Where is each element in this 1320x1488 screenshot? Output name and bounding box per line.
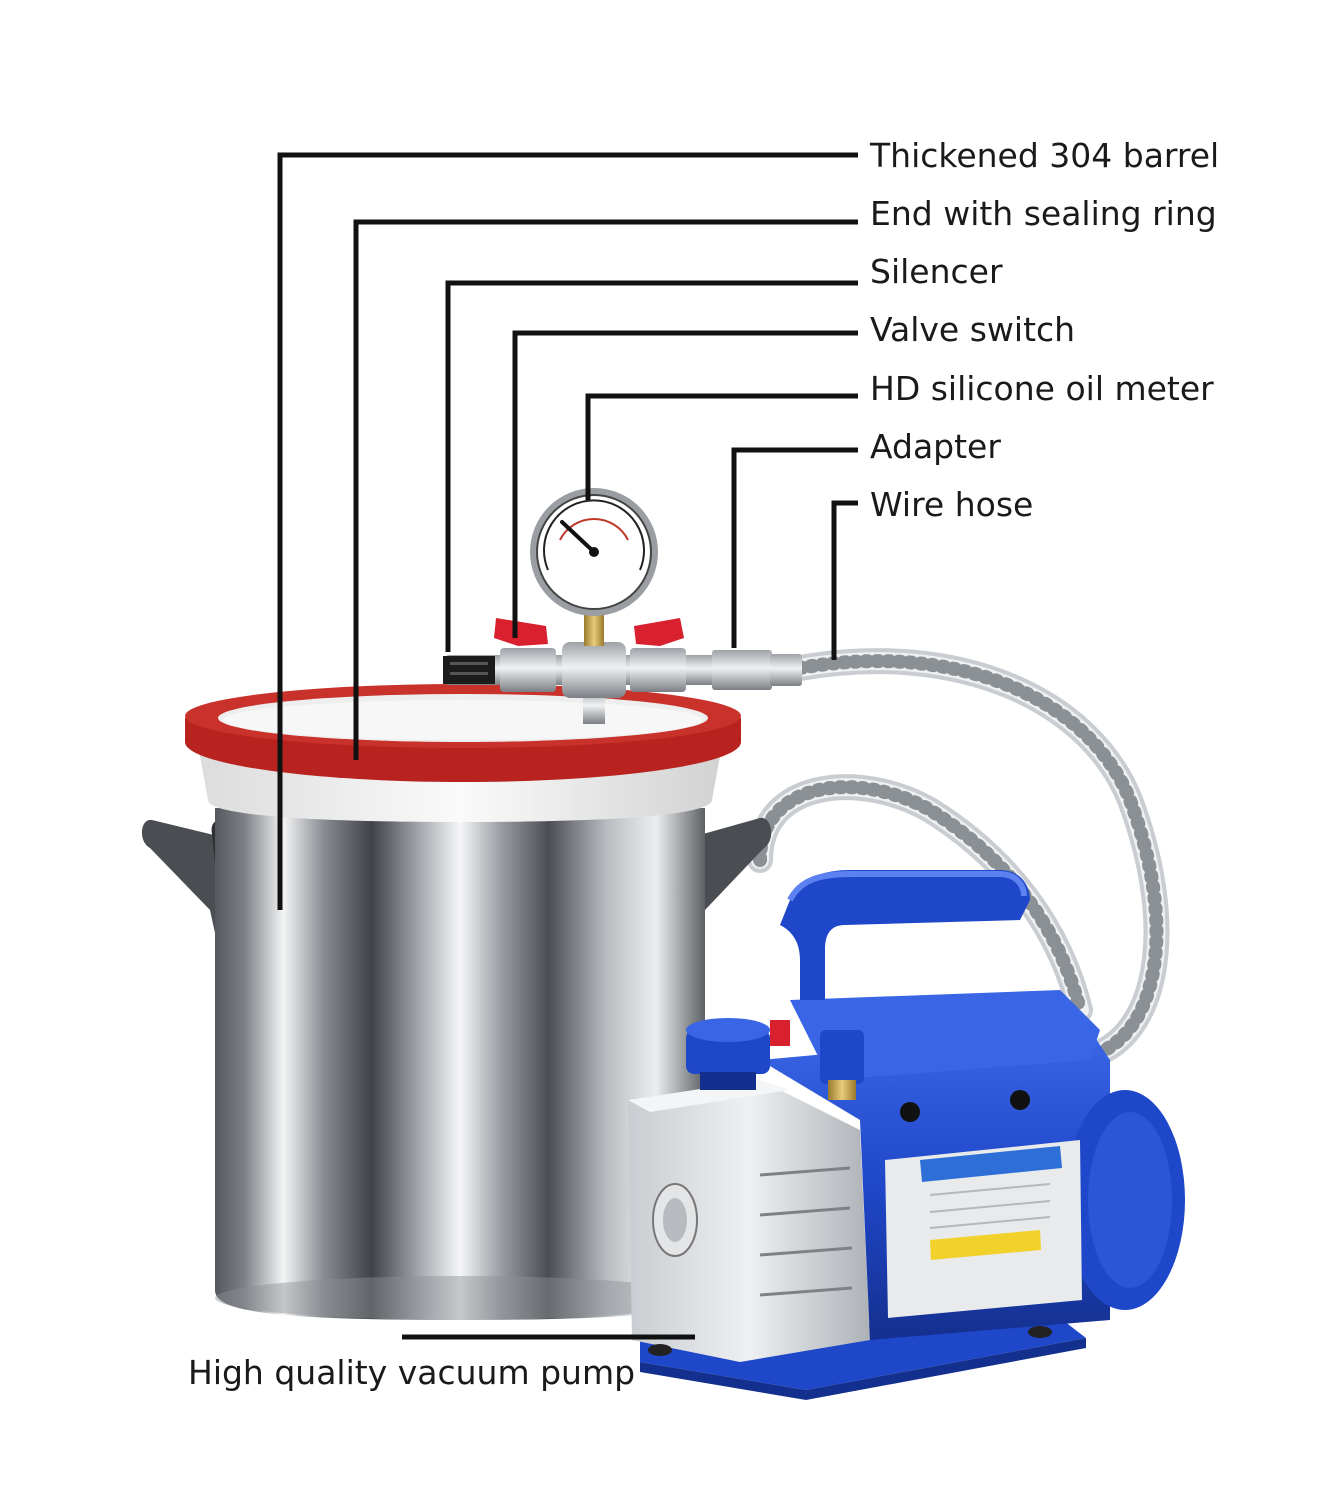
callout-oil-meter-label: HD silicone oil meter bbox=[870, 369, 1214, 408]
callout-line-barrel bbox=[277, 152, 858, 910]
stainless-barrel bbox=[141, 684, 772, 1320]
callout-line-valve-switch bbox=[512, 330, 858, 638]
callout-valve-switch-label: Valve switch bbox=[870, 310, 1076, 349]
callout-line-wire-hose bbox=[831, 500, 858, 660]
callout-barrel-label: Thickened 304 barrel bbox=[870, 136, 1220, 175]
callout-line-silencer bbox=[445, 280, 858, 652]
callout-lines bbox=[277, 152, 858, 1340]
callout-silencer-label: Silencer bbox=[870, 252, 1003, 291]
vacuum-pump bbox=[628, 870, 1185, 1400]
valve-assembly bbox=[443, 488, 802, 724]
callout-sealing-ring-label: End with sealing ring bbox=[870, 194, 1217, 233]
wire-hose bbox=[747, 648, 1170, 1063]
callout-line-sealing-ring bbox=[353, 219, 858, 760]
callout-line-oil-meter bbox=[585, 393, 858, 500]
callout-adapter-label: Adapter bbox=[870, 427, 1001, 466]
callout-line-adapter bbox=[731, 447, 858, 648]
callout-wire-hose-label: Wire hose bbox=[870, 485, 1034, 524]
callout-vacuum-pump-label: High quality vacuum pump bbox=[188, 1353, 636, 1392]
